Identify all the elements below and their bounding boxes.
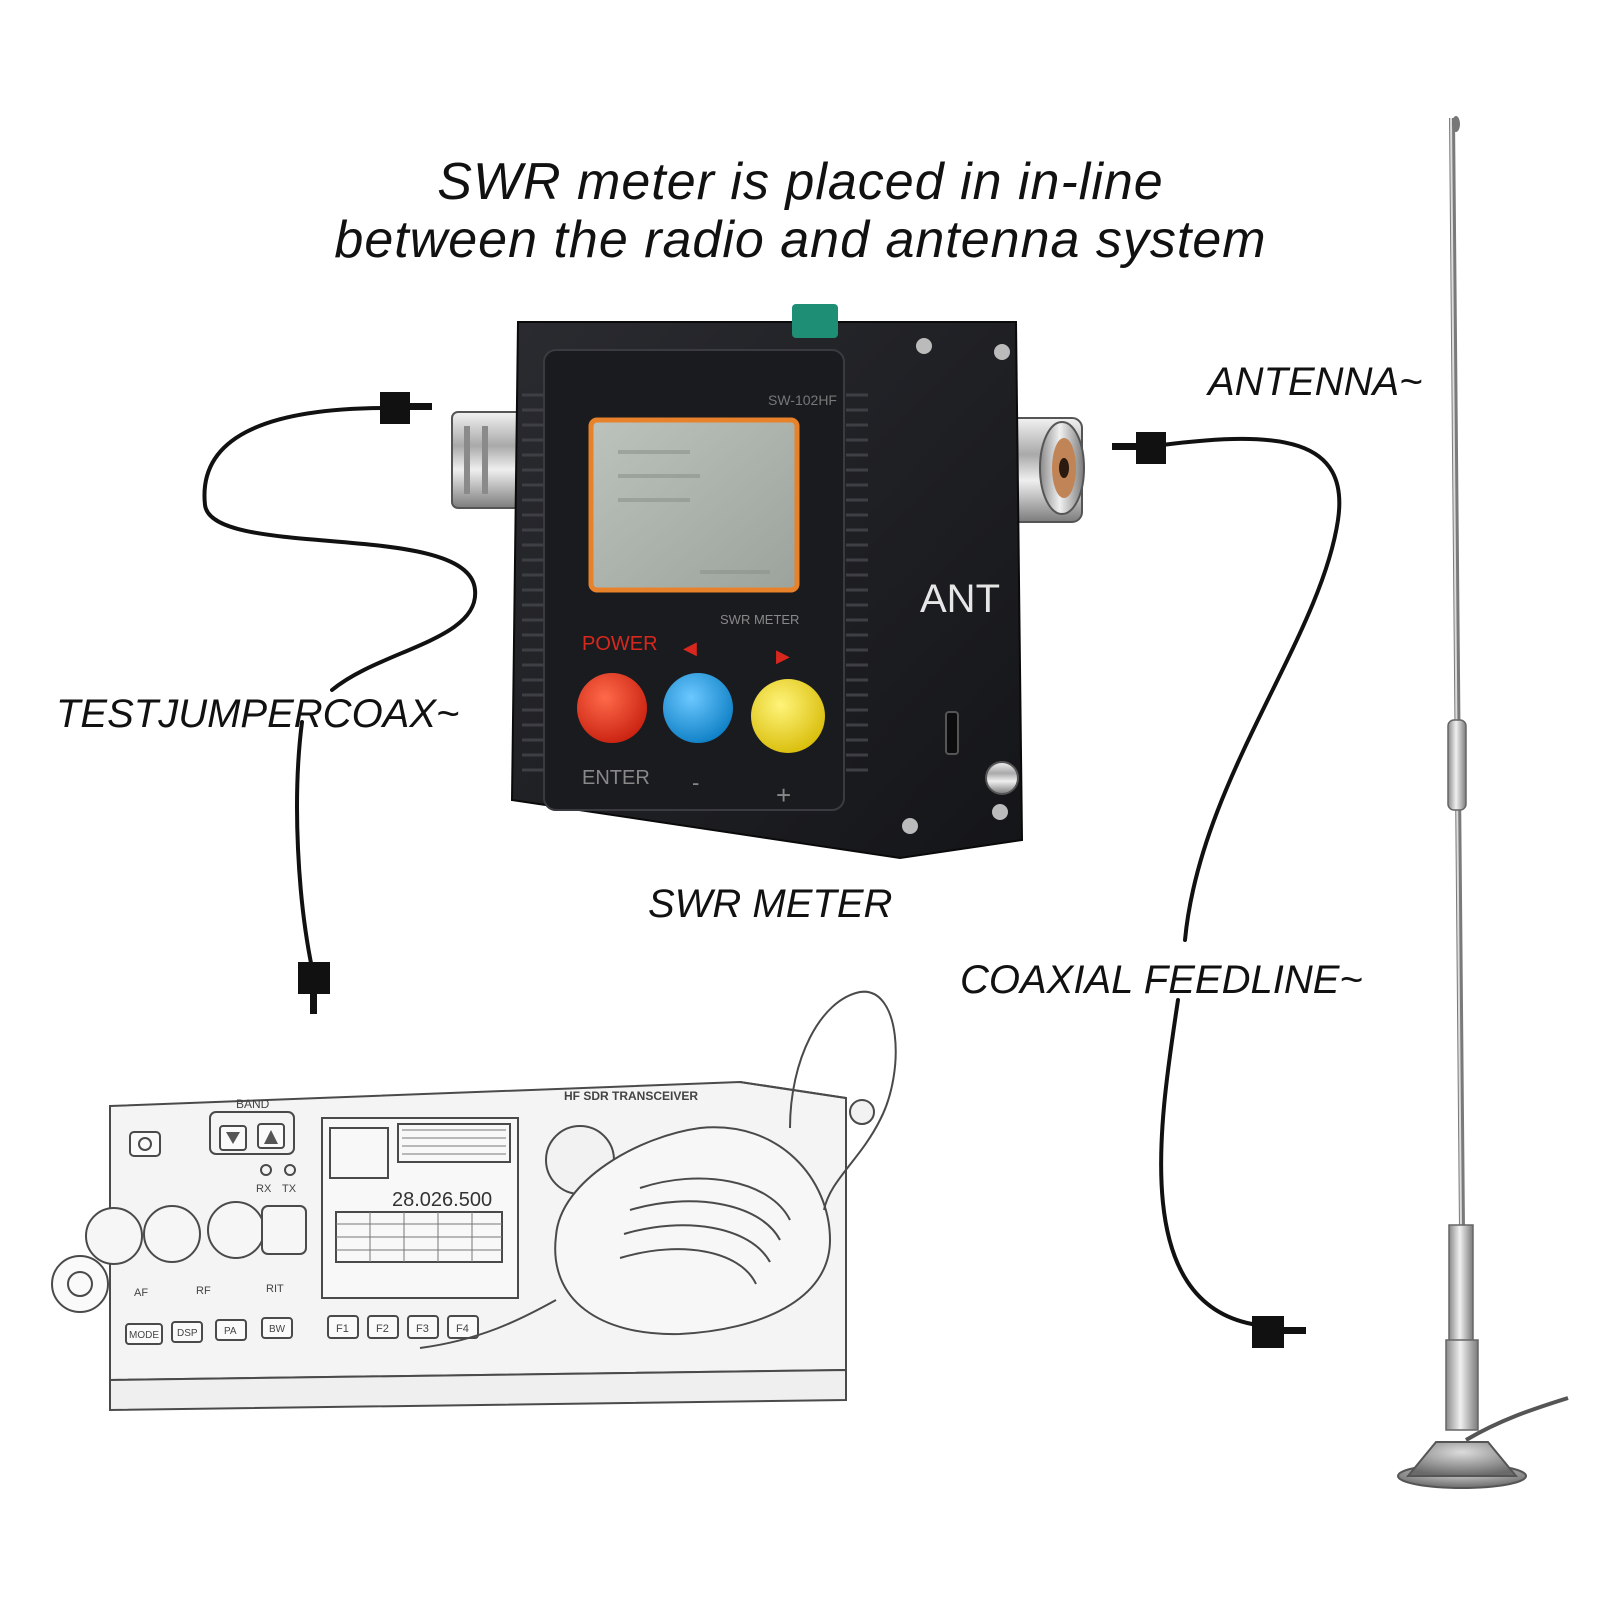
triangle-up-icon bbox=[264, 1130, 278, 1144]
screw-icon bbox=[916, 338, 932, 354]
radio-rit-label: RIT bbox=[266, 1283, 284, 1295]
test-jumper-coax-cable bbox=[202, 406, 478, 970]
enter-label: ENTER bbox=[582, 767, 650, 789]
radio-power-button[interactable] bbox=[129, 1131, 161, 1157]
rit-knob[interactable] bbox=[207, 1201, 265, 1259]
coaxial-feedline-cable bbox=[1159, 436, 1342, 1326]
green-tab bbox=[792, 304, 838, 338]
jumper-plug-bottom-icon bbox=[298, 962, 330, 1014]
f1-button[interactable] bbox=[327, 1315, 359, 1339]
radio-f3-label: F3 bbox=[416, 1323, 429, 1335]
minus-label: - bbox=[692, 770, 699, 795]
meter-lcd-screen bbox=[588, 417, 800, 593]
radio-header-label: HF SDR TRANSCEIVER bbox=[564, 1089, 698, 1103]
radio-tx-label: TX bbox=[282, 1183, 297, 1195]
meter-left-so239-connector bbox=[451, 411, 525, 509]
label-test-jumper-coax: TESTJUMPERCOAX~ bbox=[56, 692, 460, 736]
plus-button[interactable] bbox=[751, 679, 825, 753]
hf-sdr-transceiver bbox=[51, 990, 897, 1412]
minus-button[interactable] bbox=[663, 673, 733, 743]
knob-icon bbox=[985, 761, 1019, 795]
af-knob[interactable] bbox=[85, 1207, 143, 1265]
grip-ridges bbox=[522, 393, 868, 772]
radio-mode-label: MODE bbox=[129, 1330, 159, 1341]
meter-swr-label: SWR METER bbox=[720, 612, 799, 627]
label-coaxial-feedline: COAXIAL FEEDLINE~ bbox=[960, 958, 1363, 1002]
f3-button[interactable] bbox=[407, 1315, 439, 1339]
radio-rf-label: RF bbox=[196, 1285, 211, 1297]
radio-rx-label: RX bbox=[256, 1183, 272, 1195]
hand-microphone bbox=[554, 1126, 832, 1336]
label-swr-meter: SWR METER bbox=[648, 882, 893, 926]
power-enter-button[interactable] bbox=[577, 673, 647, 743]
radio-f4-label: F4 bbox=[456, 1323, 469, 1335]
screw-icon bbox=[994, 344, 1010, 360]
f4-button[interactable] bbox=[447, 1315, 479, 1339]
usb-port-icon bbox=[945, 711, 959, 755]
jumper-plug-top-icon bbox=[380, 392, 432, 424]
screw-icon bbox=[902, 818, 918, 834]
radio-display bbox=[321, 1117, 519, 1299]
mobile-antenna bbox=[1397, 116, 1569, 1489]
mode-button[interactable] bbox=[125, 1323, 163, 1345]
plus-label: + bbox=[776, 780, 791, 810]
radio-f2-label: F2 bbox=[376, 1323, 389, 1335]
screw-icon bbox=[992, 804, 1008, 820]
radio-frequency-readout: 28.026.500 bbox=[392, 1189, 492, 1211]
radio-pa-label: PA bbox=[224, 1326, 237, 1337]
pa-button[interactable] bbox=[215, 1319, 247, 1341]
rf-knob[interactable] bbox=[143, 1205, 201, 1263]
dsp-button[interactable] bbox=[171, 1321, 203, 1343]
meter-model-text: SW-102HF bbox=[768, 392, 837, 408]
power-label: POWER bbox=[582, 633, 658, 655]
swr-meter-device: SW-102HF SWR METER POWER ◀ ▶ ENTER - + A… bbox=[451, 304, 1085, 860]
right-arrow-icon: ▶ bbox=[776, 646, 790, 666]
feedline-plug-bottom-icon bbox=[1252, 1316, 1306, 1348]
radio-af-label: AF bbox=[134, 1287, 148, 1299]
diagram-title-line-1: SWR meter is placed in in-line bbox=[437, 153, 1164, 211]
radio-band-label: BAND bbox=[236, 1097, 270, 1111]
left-arrow-icon: ◀ bbox=[683, 638, 697, 658]
mic-coiled-cord bbox=[789, 990, 897, 1211]
triangle-down-icon bbox=[226, 1132, 240, 1144]
label-antenna: ANTENNA~ bbox=[1208, 360, 1423, 404]
lcd-faint-segments bbox=[618, 450, 770, 574]
ant-label: ANT bbox=[920, 577, 1000, 621]
radio-dsp-label: DSP bbox=[177, 1328, 198, 1339]
diagram-title-line-2: between the radio and antenna system bbox=[334, 211, 1267, 269]
radio-f1-label: F1 bbox=[336, 1323, 349, 1335]
radio-bw-label: BW bbox=[269, 1324, 286, 1335]
f2-button[interactable] bbox=[367, 1315, 399, 1339]
feedline-plug-top-icon bbox=[1112, 432, 1166, 464]
bw-button[interactable] bbox=[261, 1317, 293, 1339]
